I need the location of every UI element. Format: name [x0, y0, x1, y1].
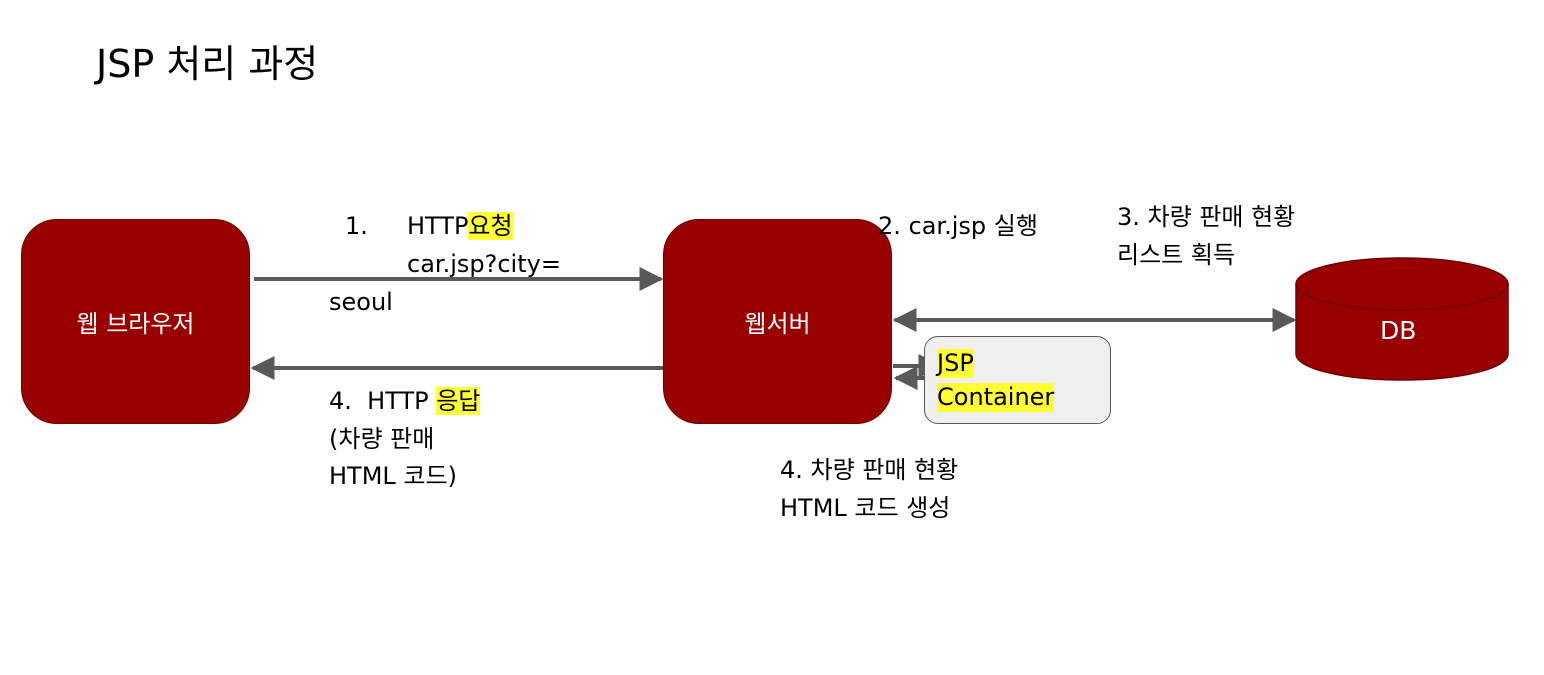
jsp-container-label-line2: Container — [937, 383, 1055, 412]
db-cylinder — [1295, 257, 1509, 381]
response-label: 4. HTTP 응답 — [329, 386, 481, 416]
jsp-container-node: JSP Container — [924, 336, 1111, 424]
request-url-line2: seoul — [329, 288, 393, 316]
web-server-node: 웹서버 — [663, 219, 892, 424]
response-label-highlight: 응답 — [436, 387, 481, 415]
db-label: DB — [1380, 316, 1417, 345]
fetch-label-line1: 3. 차량 판매 현황 — [1117, 203, 1296, 231]
request-label-highlight: 요청 — [468, 212, 513, 240]
request-label-prefix: HTTP — [407, 212, 469, 240]
jsp-container-label-line1: JSP — [937, 349, 974, 378]
response-label-line2: (차량 판매 — [329, 425, 435, 453]
request-label: HTTP요청 — [407, 211, 513, 241]
response-label-prefix: 4. HTTP — [329, 387, 437, 415]
page-title: JSP 처리 과정 — [96, 42, 319, 86]
execute-label: 2. car.jsp 실행 — [878, 212, 1038, 240]
response-label-line3: HTML 코드) — [329, 462, 457, 490]
web-browser-label: 웹 브라우저 — [76, 310, 195, 338]
web-browser-node: 웹 브라우저 — [21, 219, 250, 424]
generate-label-line2: HTML 코드 생성 — [780, 494, 951, 522]
fetch-label-line2: 리스트 획득 — [1117, 241, 1236, 269]
request-url-line1: car.jsp?city= — [407, 250, 561, 278]
generate-label-line1: 4. 차량 판매 현황 — [780, 456, 959, 484]
web-server-label: 웹서버 — [744, 310, 811, 338]
request-step-number: 1. — [345, 212, 368, 240]
